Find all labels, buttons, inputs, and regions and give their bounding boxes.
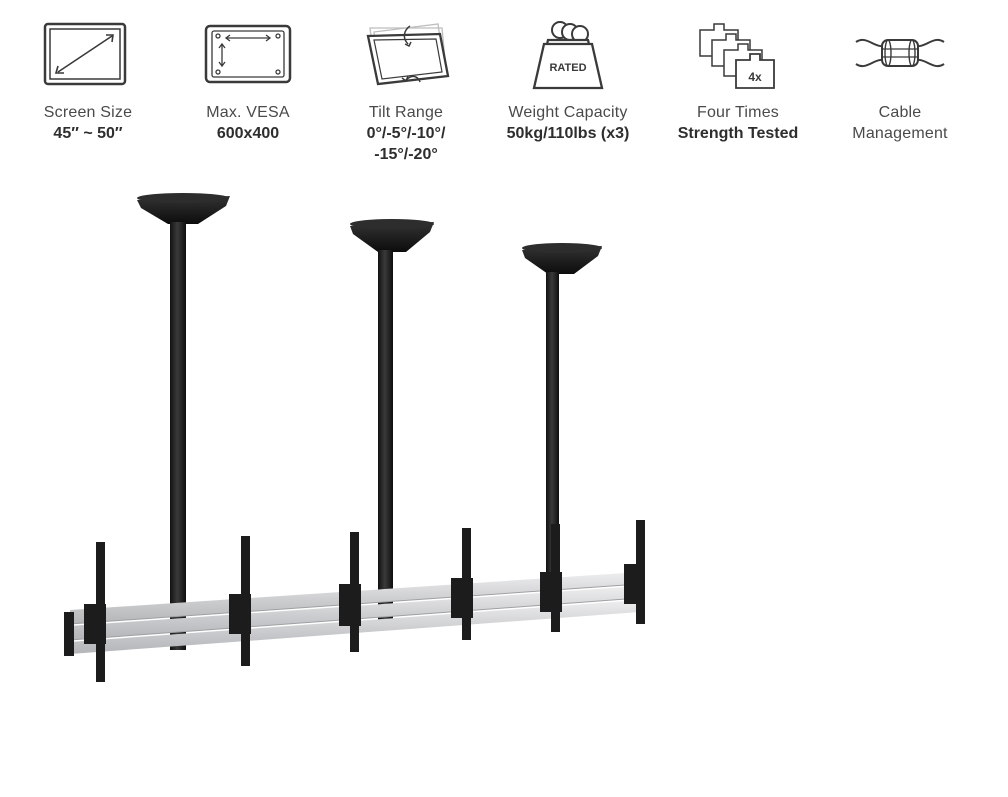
feature-label: Cable — [878, 104, 922, 121]
feature-screen-size: Screen Size 45″ ~ 50″ — [6, 14, 170, 144]
feature-value: Strength Tested — [677, 125, 799, 142]
vertical-brackets — [84, 520, 645, 682]
feature-value: 45″ ~ 50″ — [53, 125, 123, 142]
feature-value: 600x400 — [216, 125, 280, 142]
feature-label: Weight Capacity — [508, 104, 628, 121]
feature-label-second: Management — [852, 125, 948, 142]
feature-value: -15°/-20° — [374, 146, 438, 163]
ceiling-plate-right — [522, 243, 602, 274]
feature-cable: Cable Management — [818, 14, 982, 144]
feature-tilt: Tilt Range 0°/-5°/-10°/ -15°/-20° — [324, 14, 488, 165]
weight-icon-text: RATED — [549, 62, 586, 74]
pole-middle — [378, 250, 393, 628]
weight-icon: RATED — [508, 14, 628, 94]
feature-vesa: Max. VESA 600x400 — [166, 14, 330, 144]
feature-label: Four Times — [696, 104, 779, 121]
ceiling-plate-left — [137, 193, 230, 224]
vesa-icon — [188, 14, 308, 94]
strength-icon-text: 4x — [748, 70, 762, 84]
pole-left — [170, 222, 186, 650]
feature-label: Tilt Range — [368, 104, 444, 121]
cable-icon — [840, 14, 960, 94]
tilt-icon — [346, 14, 466, 94]
feature-strip: Screen Size 45″ ~ 50″ Max. VESA 600x400 — [0, 0, 1008, 175]
screen-size-icon — [28, 14, 148, 94]
feature-label: Max. VESA — [206, 104, 290, 121]
feature-strength: 4x Four Times Strength Tested — [656, 14, 820, 144]
ceiling-plate-middle — [350, 219, 434, 252]
ceiling-mount-product-image — [64, 193, 645, 682]
feature-label: Screen Size — [43, 104, 133, 121]
strength-icon: 4x — [678, 14, 798, 94]
feature-value: 50kg/110lbs (x3) — [506, 125, 630, 142]
feature-value: 0°/-5°/-10°/ — [366, 125, 446, 142]
feature-weight: RATED Weight Capacity 50kg/110lbs (x3) — [486, 14, 650, 144]
